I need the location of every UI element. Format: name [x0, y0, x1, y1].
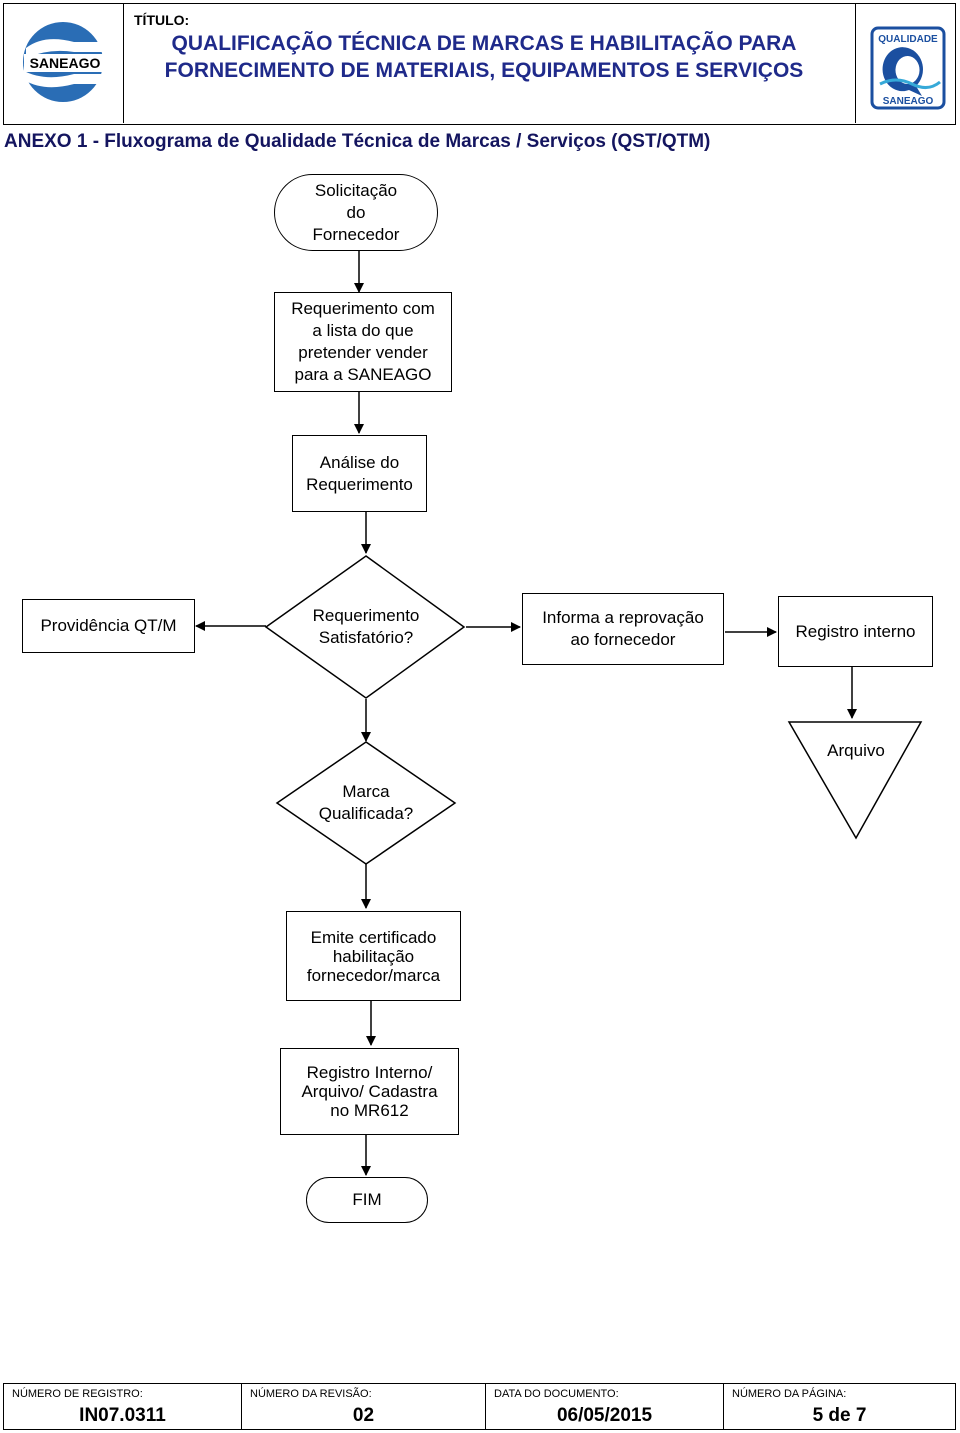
footer-registro-label: NÚMERO DE REGISTRO:	[12, 1388, 143, 1400]
svg-text:QUALIDADE: QUALIDADE	[878, 34, 938, 45]
qualidade-logo-icon: QUALIDADE SANEAGO	[870, 26, 946, 110]
qualidade-logo: QUALIDADE SANEAGO	[855, 4, 955, 123]
title-line-2: FORNECIMENTO DE MATERIAIS, EQUIPAMENTOS …	[164, 59, 804, 82]
document-title: QUALIFICAÇÃO TÉCNICA DE MARCAS E HABILIT…	[134, 30, 834, 84]
decision-marca-line-2: Qualificada?	[318, 804, 414, 823]
node-analise-line-2: Requerimento	[306, 474, 413, 494]
node-solicitacao-line-3: Fornecedor	[312, 224, 400, 244]
node-registro-final: Registro Interno/ Arquivo/ Cadastra no M…	[280, 1048, 459, 1135]
document-footer: NÚMERO DE REGISTRO: IN07.0311 NÚMERO DA …	[3, 1383, 956, 1430]
node-requerimento-line-4: para a SANEAGO	[294, 365, 432, 384]
footer-data-label: DATA DO DOCUMENTO:	[494, 1388, 619, 1400]
node-informa-line-2: ao fornecedor	[570, 630, 676, 649]
node-registro-final-line-2: Arquivo/ Cadastra	[301, 1082, 438, 1101]
node-emite-line-3: fornecedor/marca	[306, 965, 441, 985]
node-registro-final-line-3: no MR612	[330, 1101, 409, 1120]
node-providencia-label: Providência QT/M	[40, 616, 177, 635]
node-fim-label: FIM	[352, 1190, 382, 1209]
node-requerimento: Requerimento com a lista do que pretende…	[274, 292, 452, 392]
footer-revisao-label: NÚMERO DA REVISÃO:	[250, 1388, 372, 1400]
node-analise: Análise do Requerimento	[292, 435, 427, 512]
node-solicitacao-line-2: do	[346, 202, 366, 222]
footer-pagina-label: NÚMERO DA PÁGINA:	[732, 1388, 847, 1400]
node-fim: FIM	[306, 1177, 428, 1223]
arquivo-triangle-shape	[787, 721, 923, 840]
svg-text:SANEAGO: SANEAGO	[30, 55, 101, 71]
footer-data-value: 06/05/2015	[556, 1405, 653, 1426]
footer-registro-value: IN07.0311	[79, 1405, 166, 1426]
footer-registro: NÚMERO DE REGISTRO: IN07.0311	[4, 1384, 242, 1429]
title-line-1: QUALIFICAÇÃO TÉCNICA DE MARCAS E HABILIT…	[171, 32, 797, 55]
title-label: TÍTULO:	[134, 12, 190, 28]
node-solicitacao: Solicitação do Fornecedor	[274, 174, 438, 251]
decision-satisfatorio-label: Requerimento Satisfatório?	[286, 605, 446, 649]
node-emite-line-2: habilitação	[332, 946, 415, 966]
decision-marca-label: Marca Qualificada?	[286, 781, 446, 825]
saneago-logo: SANEAGO	[4, 4, 124, 123]
footer-data: DATA DO DOCUMENTO: 06/05/2015	[486, 1384, 724, 1429]
saneago-logo-icon: SANEAGO	[22, 22, 108, 102]
node-providencia: Providência QT/M	[22, 599, 195, 653]
decision-marca-shape	[275, 741, 457, 865]
node-emite: Emite certificado habilitação fornecedor…	[286, 911, 461, 1001]
node-emite-line-1: Emite certificado	[310, 927, 437, 947]
node-registro-final-line-1: Registro Interno/	[306, 1063, 433, 1082]
node-registro-interno: Registro interno	[778, 596, 933, 667]
footer-revisao: NÚMERO DA REVISÃO: 02	[242, 1384, 486, 1429]
arquivo-label: Arquivo	[827, 741, 885, 760]
footer-pagina: NÚMERO DA PÁGINA: 5 de 7	[724, 1384, 955, 1429]
node-requerimento-line-1: Requerimento com	[291, 299, 435, 318]
document-header: SANEAGO TÍTULO: QUALIFICAÇÃO TÉCNICA DE …	[3, 3, 956, 125]
node-informa: Informa a reprovação ao fornecedor	[522, 593, 724, 665]
decision-marca-line-1: Marca	[342, 782, 390, 801]
node-registro-interno-label: Registro interno	[795, 621, 916, 641]
svg-text:SANEAGO: SANEAGO	[883, 96, 934, 107]
node-solicitacao-line-1: Solicitação	[314, 180, 398, 200]
decision-satisfatorio-line-1: Requerimento	[312, 606, 420, 625]
decision-satisfatorio-shape	[264, 555, 466, 699]
node-requerimento-line-2: a lista do que	[312, 321, 414, 340]
decision-satisfatorio-line-2: Satisfatório?	[318, 628, 414, 647]
footer-revisao-value: 02	[352, 1405, 375, 1426]
footer-pagina-value: 5 de 7	[812, 1405, 867, 1426]
node-informa-line-1: Informa a reprovação	[542, 608, 704, 627]
node-requerimento-line-3: pretender vender	[298, 343, 428, 362]
node-analise-line-1: Análise do	[319, 452, 400, 472]
annex-title: ANEXO 1 - Fluxograma de Qualidade Técnic…	[4, 131, 711, 152]
